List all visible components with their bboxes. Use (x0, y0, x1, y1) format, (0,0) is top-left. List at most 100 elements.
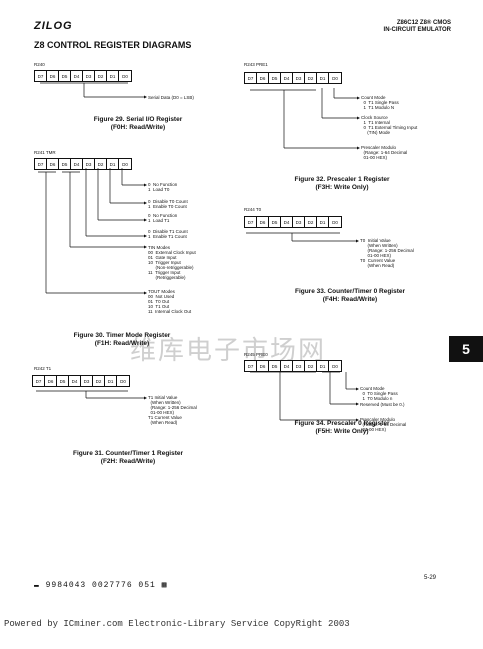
bit-d2: D2 (95, 71, 107, 81)
bit-d6: D6 (45, 376, 57, 386)
bit-d1: D1 (317, 361, 329, 371)
fig30-d0-desc: 0 No Function 1 Load T0 (148, 182, 178, 192)
bit-d0: D0 (332, 75, 338, 81)
fig29-caption-access: (F0H: Read/Write) (110, 124, 166, 131)
fig30-d2-desc: 0 No Function 1 Load T1 (148, 213, 178, 223)
bit-d4: D4 (281, 73, 293, 83)
bit-d6: D6 (257, 217, 269, 227)
fig34-register-name: R245 PRE0 (244, 352, 268, 357)
bit-d2: D2 (93, 376, 105, 386)
fig32-caption: Figure 32. Prescaler 1 Register (F3H: Wr… (262, 176, 422, 192)
bit-d7: D7 (245, 217, 257, 227)
bit-d2: D2 (95, 159, 107, 169)
bit-d0: D0 (120, 378, 126, 384)
bit-d3: D3 (81, 376, 93, 386)
fig30-caption: Figure 30. Timer Mode Register (F1H: Rea… (42, 332, 202, 348)
bit-d6: D6 (47, 159, 59, 169)
fig32-caption-title: Figure 32. Prescaler 1 Register (294, 176, 390, 183)
bit-d7: D7 (35, 159, 47, 169)
bit-d7: D7 (245, 73, 257, 83)
bit-d2: D2 (305, 361, 317, 371)
footer-barcode-text: ▬ 9984043 0027776 051 ▩ (34, 580, 167, 590)
fig32-prescaler-modulo: Prescaler Modulo (Range: 1-64 Decimal 01… (361, 145, 408, 160)
fig34-count-mode: Count Mode 0 T0 Single Pass 1 T0 Modulo … (360, 386, 398, 401)
bit-d5: D5 (57, 376, 69, 386)
fig30-register-name: R241 TMR (34, 150, 56, 155)
bit-d0: D0 (122, 161, 128, 167)
bit-d4: D4 (281, 361, 293, 371)
fig30-tin-modes: TIN Modes 00 External Clock Input 01 Gat… (148, 245, 196, 280)
bit-d1: D1 (107, 159, 119, 169)
footer-code: 9984043 0027776 051 (45, 581, 156, 590)
fig34-reserved: Reserved (Must be 0.) (360, 402, 405, 407)
bit-d1: D1 (317, 73, 329, 83)
fig34-caption-access: (F5H: Write Only) (315, 428, 369, 435)
bit-d3: D3 (293, 73, 305, 83)
bit-d6: D6 (257, 361, 269, 371)
bit-d2: D2 (305, 73, 317, 83)
bit-d6: D6 (257, 73, 269, 83)
fig29-caption-title: Figure 29. Serial I/O Register (93, 116, 183, 123)
bit-d5: D5 (269, 73, 281, 83)
fig29-register-name: R240 (34, 62, 45, 67)
fig32-count-mode: Count Mode 0 T1 Single Pass 1 T1 Modulo … (361, 95, 399, 110)
bit-d5: D5 (59, 71, 71, 81)
credit-line: Powered by ICminer.com Electronic-Librar… (4, 619, 350, 629)
footer-left-icon: ▬ (34, 581, 46, 590)
bit-d1: D1 (317, 217, 329, 227)
fig34-prescaler-modulo: Prescaler Modulo (Range: 1-64 Decimal 01… (360, 417, 407, 432)
fig33-caption-access: (F4H: Read/Write) (322, 296, 378, 303)
bit-d7: D7 (35, 71, 47, 81)
fig33-register-name: R244 T0 (244, 207, 262, 212)
bit-d4: D4 (69, 376, 81, 386)
fig33-caption: Figure 33. Counter/Timer 0 Register (F4H… (270, 288, 430, 304)
bit-d0: D0 (332, 219, 338, 225)
page-title: Z8 CONTROL REGISTER DIAGRAMS (34, 40, 192, 50)
bit-d5: D5 (59, 159, 71, 169)
bit-d0: D0 (332, 363, 338, 369)
bit-d6: D6 (47, 71, 59, 81)
bit-d4: D4 (71, 159, 83, 169)
page-number: 5-29 (424, 575, 437, 581)
fig30-d3-desc: 0 Disable T1 Count 1 Enable T1 Count (148, 229, 188, 239)
footer-right-icon: ▩ (155, 581, 168, 590)
fig32-register-name: R243 PRE1 (244, 62, 268, 67)
fig31-caption: Figure 31. Counter/Timer 1 Register (F2H… (48, 450, 208, 466)
fig30-caption-title: Figure 30. Timer Mode Register (73, 332, 171, 339)
fig30-d1-desc: 0 Disable T0 Count 1 Enable T0 Count (148, 199, 188, 209)
fig31-caption-title: Figure 31. Counter/Timer 1 Register (72, 450, 184, 457)
fig29-caption: Figure 29. Serial I/O Register (F0H: Rea… (58, 116, 218, 132)
fig31-t1-desc: T1 Initial Value (When Written) (Range: … (148, 395, 197, 425)
bit-d1: D1 (107, 71, 119, 81)
fig31-caption-access: (F2H: Read/Write) (100, 458, 156, 465)
zilog-logo: ZILOG (34, 20, 73, 32)
product-header: Z86C12 Z8® CMOS IN-CIRCUIT EMULATOR (384, 20, 451, 34)
fig32-caption-access: (F3H: Write Only) (315, 184, 369, 191)
bit-d5: D5 (269, 361, 281, 371)
fig30-caption-access: (F1H: Read/Write) (94, 340, 150, 347)
bit-d4: D4 (281, 217, 293, 227)
bit-d3: D3 (293, 217, 305, 227)
bit-d0: D0 (122, 73, 128, 79)
fig33-caption-title: Figure 33. Counter/Timer 0 Register (294, 288, 406, 295)
section-tab: 5 (449, 336, 483, 362)
fig34-caption-title: Figure 34. Prescaler 0 Register (294, 420, 390, 427)
fig30-tout-modes: TOUT Modes 00 Not Used 01 T0 Out 10 T1 O… (148, 289, 192, 314)
fig29-serial-data-desc: Serial Data (D0 = LSB) (148, 95, 194, 100)
bit-d3: D3 (293, 361, 305, 371)
bit-d1: D1 (105, 376, 117, 386)
fig32-clock-source: Clock Source 1 T1 Internal 0 T1 External… (361, 115, 418, 135)
bit-d7: D7 (245, 361, 257, 371)
fig34-caption: Figure 34. Prescaler 0 Register (F5H: Wr… (262, 420, 422, 436)
bit-d4: D4 (71, 71, 83, 81)
product-line-2: IN-CIRCUIT EMULATOR (383, 27, 451, 33)
fig31-register-name: R242 T1 (34, 366, 52, 371)
bit-d3: D3 (83, 159, 95, 169)
bit-d5: D5 (269, 217, 281, 227)
